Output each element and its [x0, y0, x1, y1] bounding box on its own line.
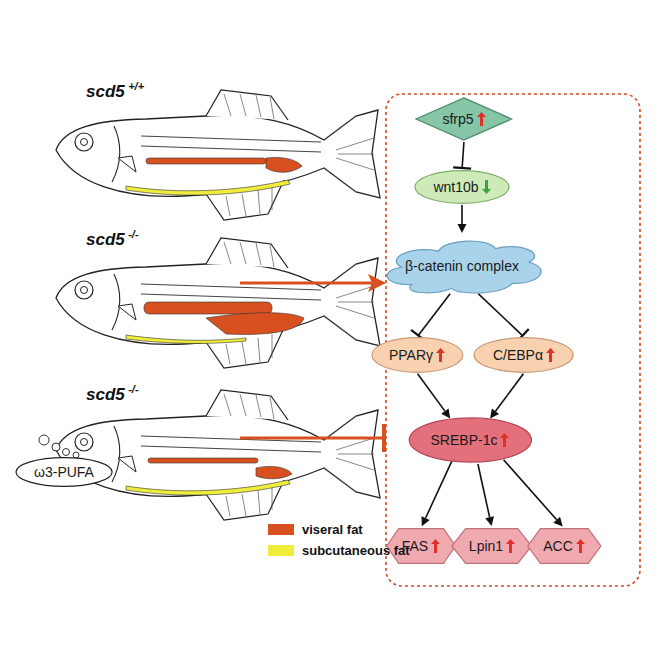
genotype-superscript: -/- [128, 228, 138, 240]
activation-arrow [478, 464, 494, 526]
genotype-label: scd5 -/- [86, 228, 139, 250]
increase-arrow [500, 433, 509, 447]
increase-arrow [546, 348, 555, 362]
activation-arrow [418, 374, 451, 419]
factor-ellipse: PPARγ [371, 337, 464, 373]
factor-ellipse: SREBP-1c [408, 417, 533, 463]
factor-ellipse: C/EBPα [473, 337, 574, 373]
genotype-label: scd5 +/+ [86, 80, 144, 102]
gene-name: scd5 [86, 230, 125, 249]
inhibition-connector [411, 294, 450, 341]
node-label: wnt10b [433, 179, 478, 195]
enzyme-hexagon: Lpin1 [451, 528, 532, 564]
node-label: ω3-PUFA [34, 464, 94, 480]
genotype-superscript: +/+ [128, 80, 144, 92]
node-label: C/EBPα [493, 347, 543, 363]
activation-arrow [504, 460, 563, 527]
inhibition-connector [453, 142, 471, 169]
inhibition-connector [478, 294, 529, 342]
gene-ellipse: wnt10b [414, 170, 510, 204]
increase-arrow [431, 539, 440, 553]
increase-arrow [477, 112, 486, 126]
activation-arrow [422, 460, 453, 526]
decrease-arrow [482, 180, 491, 194]
increase-arrow [576, 539, 585, 553]
genotype-superscript: -/- [128, 383, 138, 395]
legend-row: viseral fat [268, 522, 363, 537]
legend-text: viseral fat [302, 522, 363, 537]
genotype-label: scd5 -/- [86, 383, 139, 405]
increase-arrow [436, 348, 445, 362]
gene-name: scd5 [86, 82, 125, 101]
node-label: Lpin1 [469, 538, 503, 554]
legend-swatch [268, 524, 294, 535]
legend-row: subcutaneous fat [268, 543, 410, 558]
node-label: β-catenin complex [405, 258, 519, 274]
increase-arrow [506, 539, 515, 553]
diet-ellipse: ω3-PUFA [15, 457, 113, 487]
decision-diamond: sfrp5 [415, 97, 513, 141]
node-label: ACC [543, 538, 573, 554]
legend-text: subcutaneous fat [302, 543, 410, 558]
complex-cloud: β-catenin complex [378, 235, 546, 297]
node-label: PPARγ [389, 347, 433, 363]
activation-arrow [490, 374, 523, 419]
legend-swatch [268, 545, 294, 556]
node-label: SREBP-1c [431, 432, 498, 448]
node-label: sfrp5 [442, 111, 473, 127]
enzyme-hexagon: ACC [527, 528, 602, 564]
activation-arrow [457, 205, 466, 233]
gene-name: scd5 [86, 385, 125, 404]
